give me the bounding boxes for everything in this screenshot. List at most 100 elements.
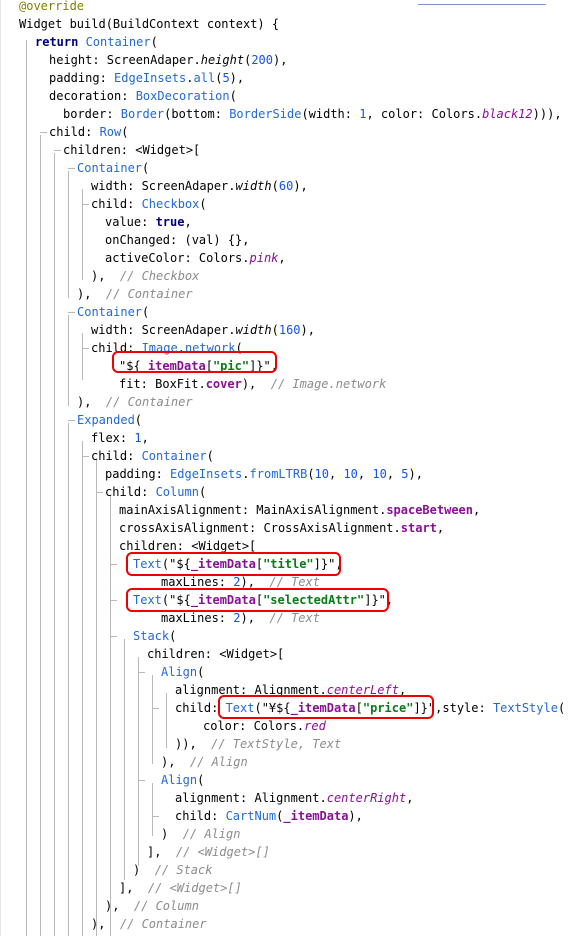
indent-guide-tick: [82, 456, 89, 457]
code-line: child: CartNum(_itemData),: [175, 807, 363, 825]
code-token: ),: [408, 467, 423, 481]
indent-guide-tick: [138, 672, 145, 673]
code-token: mainAxisAlignment: MainAxisAlignment.: [119, 503, 387, 517]
code-token: // Align: [182, 827, 241, 841]
indent-guide-tick: [110, 600, 117, 601]
code-line: maxLines: 2), // Text: [161, 573, 320, 591]
code-token: 5: [222, 71, 230, 85]
code-token: width: [235, 179, 272, 193]
scroll-indicator[interactable]: [418, 0, 546, 5]
code-token: Border: [120, 107, 165, 121]
code-token: ("${: [161, 593, 191, 607]
code-token: ),: [273, 53, 288, 67]
code-token: 2: [233, 611, 241, 625]
code-token: width: [235, 323, 272, 337]
code-token: height: [200, 53, 245, 67]
code-token: // Container: [105, 395, 193, 409]
code-line: ), // Align: [161, 753, 248, 771]
code-token: ,: [473, 503, 481, 517]
code-token: width: ScreenAdaper.: [91, 179, 236, 193]
code-token: height: ScreenAdaper.: [49, 53, 201, 67]
code-line: Stack(: [133, 627, 176, 645]
code-token: (: [229, 89, 237, 103]
indent-guide: [82, 333, 83, 380]
code-token: child:: [49, 125, 100, 139]
indent-guide: [68, 315, 69, 406]
indent-guide-tick: [110, 564, 117, 565]
code-token: (: [307, 467, 315, 481]
code-line: alignment: Alignment.centerLeft,: [175, 681, 406, 699]
code-token: _itemData: [290, 701, 356, 715]
code-token: (: [271, 179, 279, 193]
code-token: children: <Widget>[: [63, 143, 201, 157]
code-token: ,: [436, 521, 445, 535]
indent-guide: [26, 40, 27, 936]
code-token: 160: [278, 323, 301, 337]
indent-guide-tick: [82, 204, 89, 205]
code-token: ,: [357, 467, 373, 481]
indent-guide-tick: [68, 168, 75, 169]
code-token: alignment: Alignment.: [175, 791, 327, 805]
code-token: centerLeft: [326, 683, 399, 697]
indent-guide-tick: [54, 150, 61, 151]
code-token: flex:: [91, 431, 135, 445]
code-token: Row: [99, 125, 122, 139]
code-token: (: [198, 485, 207, 499]
code-line: decoration: BoxDecoration(: [49, 87, 237, 105]
code-token: (: [169, 629, 177, 643]
code-line: Align(: [161, 663, 204, 681]
code-line: Widget build(BuildContext context) {: [19, 15, 279, 33]
code-token: ),: [161, 755, 190, 769]
code-token: ]}",: [313, 557, 343, 571]
code-line: crossAxisAlignment: CrossAxisAlignment.s…: [119, 519, 444, 537]
code-token: ,: [184, 215, 192, 229]
code-token: (: [235, 341, 243, 355]
code-token: ),: [105, 899, 134, 913]
highlight-box: [126, 588, 389, 612]
code-token: maxLines:: [161, 575, 234, 589]
code-token: child:: [91, 197, 142, 211]
indent-guide-tick: [110, 636, 117, 637]
code-token: 1: [134, 431, 142, 445]
code-token: 10: [314, 467, 329, 481]
indent-guide: [166, 711, 167, 722]
code-line: ], // <Widget>[]: [147, 843, 270, 861]
indent-guide: [152, 783, 153, 836]
code-token: red: [304, 719, 326, 733]
code-token: 1: [359, 107, 367, 121]
code-token: )),: [175, 737, 212, 751]
code-token: // Container: [119, 917, 207, 931]
code-token: [: [255, 557, 264, 571]
code-line: height: ScreenAdaper.height(200),: [49, 51, 287, 69]
code-token: _itemData: [283, 809, 349, 823]
code-line: maxLines: 2), // Text: [161, 609, 320, 627]
code-token: Widget build(BuildContext context) {: [19, 17, 280, 31]
code-line: Text("${_itemData["selectedAttr"]}",: [133, 591, 393, 609]
code-line: child: Container(: [91, 447, 214, 465]
code-token: ): [133, 863, 155, 877]
code-token: onChanged: (val) {},: [105, 233, 250, 247]
code-token: Column: [155, 485, 199, 499]
code-token: "title": [263, 557, 314, 571]
code-token: // TextStyle, Text: [211, 737, 342, 751]
code-line: Container(: [77, 303, 149, 321]
code-line: @override: [19, 0, 84, 15]
code-token: maxLines:: [161, 611, 234, 625]
code-token: CartNum: [225, 809, 277, 823]
indent-guide: [68, 423, 69, 936]
code-token: (: [199, 197, 207, 211]
code-line: child: Row(: [49, 123, 129, 141]
code-token: (: [206, 449, 214, 463]
code-line: padding: EdgeInsets.all(5),: [49, 69, 244, 87]
code-token: true: [155, 215, 185, 229]
code-token: cover: [205, 377, 242, 391]
code-line: color: Colors.red: [203, 717, 326, 735]
highlight-box: [218, 695, 434, 719]
code-token: Align: [161, 665, 198, 679]
code-token: decoration:: [49, 89, 136, 103]
code-line: Container(: [77, 159, 149, 177]
code-token: (: [121, 125, 129, 139]
code-token: 60: [278, 179, 294, 193]
code-line: width: ScreenAdaper.width(60),: [91, 177, 308, 195]
